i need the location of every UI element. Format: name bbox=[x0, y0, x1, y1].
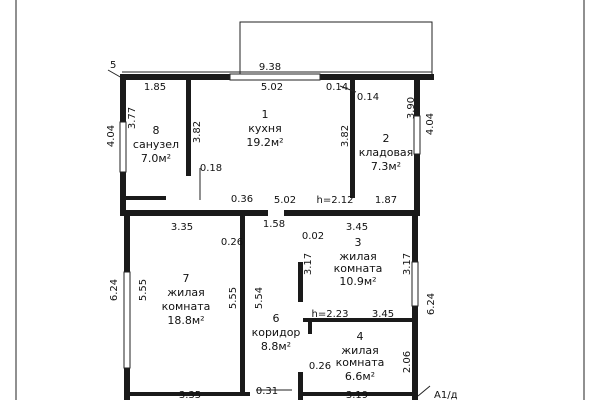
wall-room7-top-stub bbox=[240, 238, 245, 242]
dim-5-54: 5.54 bbox=[254, 287, 265, 309]
dim-5-55-a: 5.55 bbox=[138, 279, 149, 301]
dim-1-87: 1.87 bbox=[375, 195, 397, 206]
dim-h-2-12: h=2.12 bbox=[317, 195, 354, 206]
room-1-number: 1 bbox=[262, 108, 269, 121]
window-top bbox=[229, 73, 321, 81]
dim-1-85: 1.85 bbox=[144, 82, 166, 93]
dim-offset-left: 5 bbox=[110, 60, 116, 71]
wall-mid-horizontal-right bbox=[284, 210, 420, 216]
wall-bottom-left bbox=[130, 392, 250, 396]
dim-0-26-a: 0.26 bbox=[221, 237, 243, 248]
dim-3-17-b: 3.17 bbox=[402, 253, 413, 275]
room-8-name: санузел bbox=[133, 138, 179, 151]
room-6-number: 6 bbox=[273, 312, 280, 325]
dim-6-24-right: 6.24 bbox=[426, 293, 437, 315]
dim-3-82-b: 3.82 bbox=[340, 125, 351, 147]
marker-leader bbox=[417, 385, 431, 397]
dim-3-77: 3.77 bbox=[127, 107, 138, 129]
dim-6-24-left: 6.24 bbox=[109, 279, 120, 301]
room-4-name: жилая bbox=[341, 344, 378, 357]
room-4-name2: комната bbox=[336, 356, 385, 369]
dim-0-14-a: 0.14 bbox=[326, 82, 348, 93]
wall-room3-left bbox=[298, 262, 303, 302]
room-3-number: 3 bbox=[355, 236, 362, 249]
wall-bath-kitchen bbox=[186, 80, 191, 176]
room-6-area: 8.8м² bbox=[261, 340, 291, 353]
dim-5-55-b: 5.55 bbox=[228, 287, 239, 309]
room-8: 8 санузел 7.0м² bbox=[133, 124, 179, 165]
dim-0-26-b: 0.26 bbox=[309, 361, 331, 372]
dim-0-14-b: 0.14 bbox=[357, 92, 379, 103]
room-7-name2: комната bbox=[162, 300, 211, 313]
door-mark-storage bbox=[339, 85, 357, 93]
dim-0-02: 0.02 bbox=[302, 231, 324, 242]
room-7-name: жилая bbox=[167, 286, 204, 299]
dim-3-45-top: 3.45 bbox=[346, 222, 368, 233]
marker-a1d: А1/д bbox=[434, 390, 458, 400]
room-7-area: 18.8м² bbox=[167, 314, 204, 327]
room-2-number: 2 bbox=[383, 132, 390, 145]
wall-room3-bottom bbox=[303, 318, 412, 322]
offset-line bbox=[107, 69, 123, 79]
dim-5-02-top: 5.02 bbox=[261, 82, 283, 93]
dim-3-90: 3.90 bbox=[406, 97, 417, 119]
wall-corridor-stub bbox=[308, 322, 312, 334]
wall-bottom-right bbox=[300, 392, 412, 396]
dim-3-35-top: 3.35 bbox=[171, 222, 193, 233]
window-right-lower bbox=[411, 261, 419, 307]
room-3: 3 жилая комната 10.9м² bbox=[334, 236, 383, 288]
room-1-area: 19.2м² bbox=[246, 136, 283, 149]
room-8-area: 7.0м² bbox=[141, 152, 171, 165]
room-3-name2: комната bbox=[334, 262, 383, 275]
room-7-number: 7 bbox=[183, 272, 190, 285]
room-8-number: 8 bbox=[153, 124, 160, 137]
room-1-name: кухня bbox=[248, 122, 281, 135]
room-4-area: 6.6м² bbox=[345, 370, 375, 383]
window-left-upper bbox=[119, 121, 127, 173]
room-2-name: кладовая bbox=[359, 146, 414, 159]
wall-room7-corridor bbox=[240, 216, 245, 396]
dim-3-35-bottom: 3.35 bbox=[179, 390, 201, 400]
dim-h-2-23: h=2.23 bbox=[312, 309, 349, 320]
room-4-number: 4 bbox=[357, 330, 364, 343]
dim-3-19: 3.19 bbox=[346, 390, 368, 400]
room-3-area: 10.9м² bbox=[339, 275, 376, 288]
dim-3-17-a: 3.17 bbox=[303, 253, 314, 275]
window-left-lower bbox=[123, 271, 131, 369]
window-right-upper bbox=[413, 115, 421, 155]
dim-5-02-bottom: 5.02 bbox=[274, 195, 296, 206]
room-2-area: 7.3м² bbox=[371, 160, 401, 173]
dim-4-04-right: 4.04 bbox=[425, 113, 436, 135]
wall-kitchen-storage bbox=[350, 80, 355, 198]
wall-room4-left bbox=[298, 372, 303, 400]
room-6-name: коридор bbox=[252, 326, 301, 339]
room-6: 6 коридор 8.8м² bbox=[252, 312, 301, 353]
room-2: 2 кладовая 7.3м² bbox=[359, 132, 414, 173]
porch-outline bbox=[239, 21, 433, 74]
dim-0-31: 0.31 bbox=[256, 386, 278, 397]
dim-0-36: 0.36 bbox=[231, 194, 253, 205]
dim-4-04-left: 4.04 bbox=[106, 125, 117, 147]
dim-3-45-bottom: 3.45 bbox=[372, 309, 394, 320]
dim-top-overall: 9.38 bbox=[259, 62, 281, 73]
dim-2-06: 2.06 bbox=[402, 351, 413, 373]
wall-mid-horizontal-left bbox=[120, 210, 268, 216]
dim-0-18: 0.18 bbox=[200, 163, 222, 174]
room-4: 4 жилая комната 6.6м² bbox=[336, 330, 385, 383]
dim-1-58: 1.58 bbox=[263, 219, 285, 230]
room-3-name: жилая bbox=[339, 250, 376, 263]
wall-kitchen-bottom-stub bbox=[126, 196, 166, 200]
room-7: 7 жилая комната 18.8м² bbox=[162, 272, 211, 327]
room-1: 1 кухня 19.2м² bbox=[246, 108, 283, 149]
dim-3-82-a: 3.82 bbox=[192, 121, 203, 143]
